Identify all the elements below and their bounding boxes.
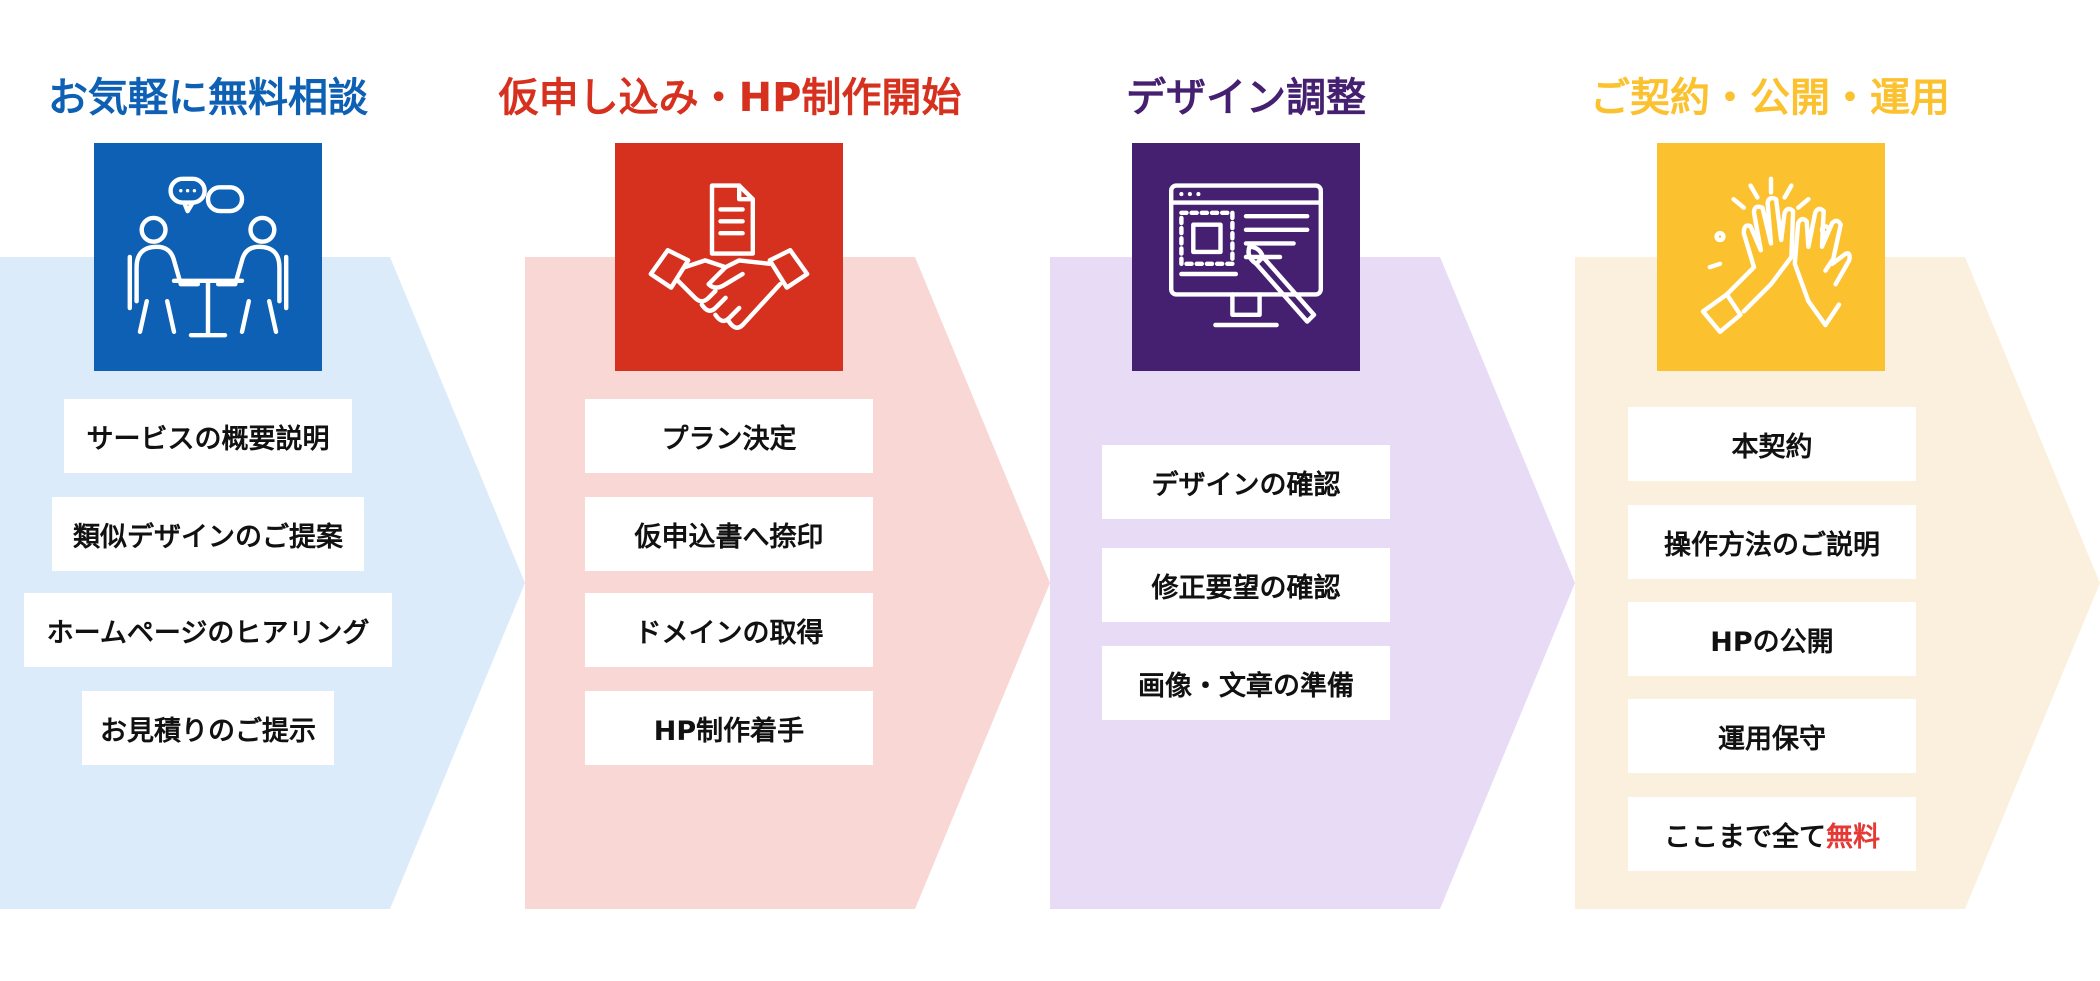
step-2-item-2: 仮申込書へ捺印 xyxy=(585,497,873,571)
step-2-icon-box xyxy=(615,143,843,371)
high-five-celebration-icon xyxy=(1700,176,1852,335)
step-4-item-5: ここまで全て無料 xyxy=(1628,797,1916,871)
step-4-item-4: 運用保守 xyxy=(1628,699,1916,773)
all-free-text: ここまで全て xyxy=(1664,821,1826,853)
step-4-item-3: HPの公開 xyxy=(1628,602,1916,676)
step-2-title: 仮申し込み・HP制作開始 xyxy=(498,75,962,121)
step-1-icon-box xyxy=(94,143,322,371)
step-4-icon-box xyxy=(1657,143,1885,371)
step-1-item-2: 類似デザインのご提案 xyxy=(52,497,364,571)
step-2-item-4: HP制作着手 xyxy=(585,691,873,765)
step-3-item-1: デザインの確認 xyxy=(1102,445,1390,519)
step-2-item-3: ドメインの取得 xyxy=(585,593,873,667)
step-4-item-1: 本契約 xyxy=(1628,407,1916,481)
step-1-item-4: お見積りのご提示 xyxy=(82,691,334,765)
step-1-title: お気軽に無料相談 xyxy=(48,75,368,121)
handshake-contract-icon xyxy=(648,183,810,330)
step-3-icon-box xyxy=(1132,143,1360,371)
step-3-item-2: 修正要望の確認 xyxy=(1102,548,1390,622)
step-1-item-3: ホームページのヒアリング xyxy=(24,593,392,667)
step-1-item-1: サービスの概要説明 xyxy=(64,399,352,473)
step-2-item-1: プラン決定 xyxy=(585,399,873,473)
free-highlight-text: 無料 xyxy=(1826,821,1880,853)
step-4-item-2: 操作方法のご説明 xyxy=(1628,505,1916,579)
web-design-monitor-icon xyxy=(1168,183,1324,328)
step-3-item-3: 画像・文章の準備 xyxy=(1102,646,1390,720)
consultation-meeting-icon xyxy=(127,176,289,338)
step-4-title: ご契約・公開・運用 xyxy=(1590,75,1950,121)
step-3-title: デザイン調整 xyxy=(1126,75,1366,121)
